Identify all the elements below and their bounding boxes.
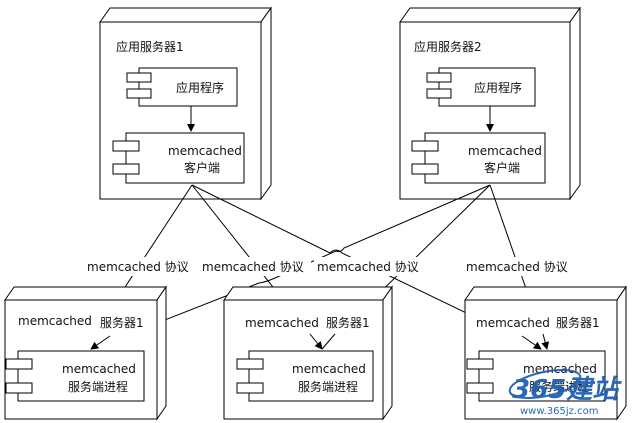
watermark-text: 365建站 (512, 375, 622, 405)
component-body (248, 350, 374, 402)
cache-server-2-title-b: 服务器1 (326, 315, 370, 330)
protocol-label-4: memcached 协议 (466, 259, 568, 274)
watermark-swoosh (508, 369, 582, 399)
cache-server-2-node: memcached 服务器1 memcached 服务端进程 (223, 285, 393, 421)
component-port-icon (112, 163, 140, 175)
node-side-face (382, 285, 393, 421)
protocol-label-2: memcached 协议 (202, 259, 304, 274)
arrow-into-process-1 (90, 335, 111, 350)
component-port-icon (426, 72, 452, 83)
app-server-2-title: 应用服务器2 (414, 39, 482, 54)
component-port-icon (236, 358, 264, 370)
component-port-icon (466, 358, 494, 370)
node-side-face (260, 6, 272, 201)
component-port-icon (5, 358, 33, 370)
client-2-line1: memcached (468, 144, 542, 158)
component-port-icon (426, 88, 452, 99)
cache-server-1-title-a: memcached (18, 314, 92, 328)
node-top-face (223, 286, 393, 301)
server-process-2-line2: 服务端进程 (298, 379, 358, 394)
node-top-face (4, 286, 167, 301)
server-process-1-line1: memcached (62, 362, 136, 376)
client-2-line2: 客户端 (484, 160, 520, 175)
arrow-into-process-3b (541, 333, 550, 350)
node-side-face (569, 6, 581, 201)
label-mask (463, 257, 575, 276)
component-body (17, 350, 145, 402)
component-body (438, 67, 536, 107)
component-body (478, 350, 606, 402)
app-component-2: 应用程序 (426, 67, 536, 107)
cache-server-1-title-b: 服务器1 (100, 315, 144, 330)
watermark-logo: 365建站 www.365jz.com (508, 369, 622, 417)
label-mask (314, 257, 424, 276)
app-server-2-node: 应用服务器2 应用程序 memcached 客户端 (399, 6, 581, 201)
app-server-1-title: 应用服务器1 (116, 39, 184, 54)
cache-server-2-title-a: memcached (245, 316, 319, 330)
component-port-icon (5, 382, 33, 394)
node-top-face (99, 7, 272, 23)
app-component-1-label: 应用程序 (176, 80, 224, 95)
node-side-face (616, 285, 627, 421)
cache-server-3-node: memcached 服务器1 memcached 服务端进程 (464, 285, 627, 421)
component-port-icon (411, 163, 439, 175)
arrow-heads (90, 333, 550, 350)
connection-line (191, 184, 542, 350)
server-process-3-line2: 服务端进程 (529, 379, 589, 394)
component-body (138, 67, 238, 107)
server-process-1: memcached 服务端进程 (5, 350, 145, 402)
client-1-line1: memcached (168, 144, 242, 158)
node-side-face (156, 285, 167, 421)
component-port-icon (112, 140, 140, 152)
watermark-url: www.365jz.com (520, 406, 598, 417)
arrow-into-process-3 (521, 335, 542, 350)
client-component-1: memcached 客户端 (112, 132, 245, 184)
app-component-2-label: 应用程序 (474, 80, 522, 95)
arrow-into-process-2 (309, 333, 323, 350)
component-port-icon (466, 382, 494, 394)
cache-server-1-node: memcached 服务器1 memcached 服务端进程 (4, 285, 167, 421)
component-port-icon (236, 382, 264, 394)
node-top-face (464, 286, 627, 301)
label-mask (84, 257, 192, 276)
component-port-icon (126, 72, 152, 83)
cache-server-3-title-a: memcached (476, 316, 550, 330)
server-process-2-line1: memcached (292, 362, 366, 376)
app-component-1: 应用程序 (126, 67, 238, 107)
component-body (424, 132, 546, 184)
protocol-label-3: memcached 协议 (317, 259, 419, 274)
client-component-2: memcached 客户端 (411, 132, 546, 184)
server-process-2: memcached 服务端进程 (236, 350, 374, 402)
cache-server-3-title-b: 服务器1 (556, 315, 600, 330)
client-1-line2: 客户端 (184, 160, 220, 175)
label-mask (199, 257, 311, 276)
server-process-1-line2: 服务端进程 (68, 379, 128, 394)
node-top-face (399, 7, 581, 23)
line-into-process-2 (321, 333, 336, 350)
component-body (125, 132, 245, 184)
component-port-icon (411, 140, 439, 152)
component-port-icon (126, 88, 152, 99)
app-server-1-node: 应用服务器1 应用程序 memcached 客户端 (99, 6, 272, 201)
protocol-label-1: memcached 协议 (87, 259, 189, 274)
